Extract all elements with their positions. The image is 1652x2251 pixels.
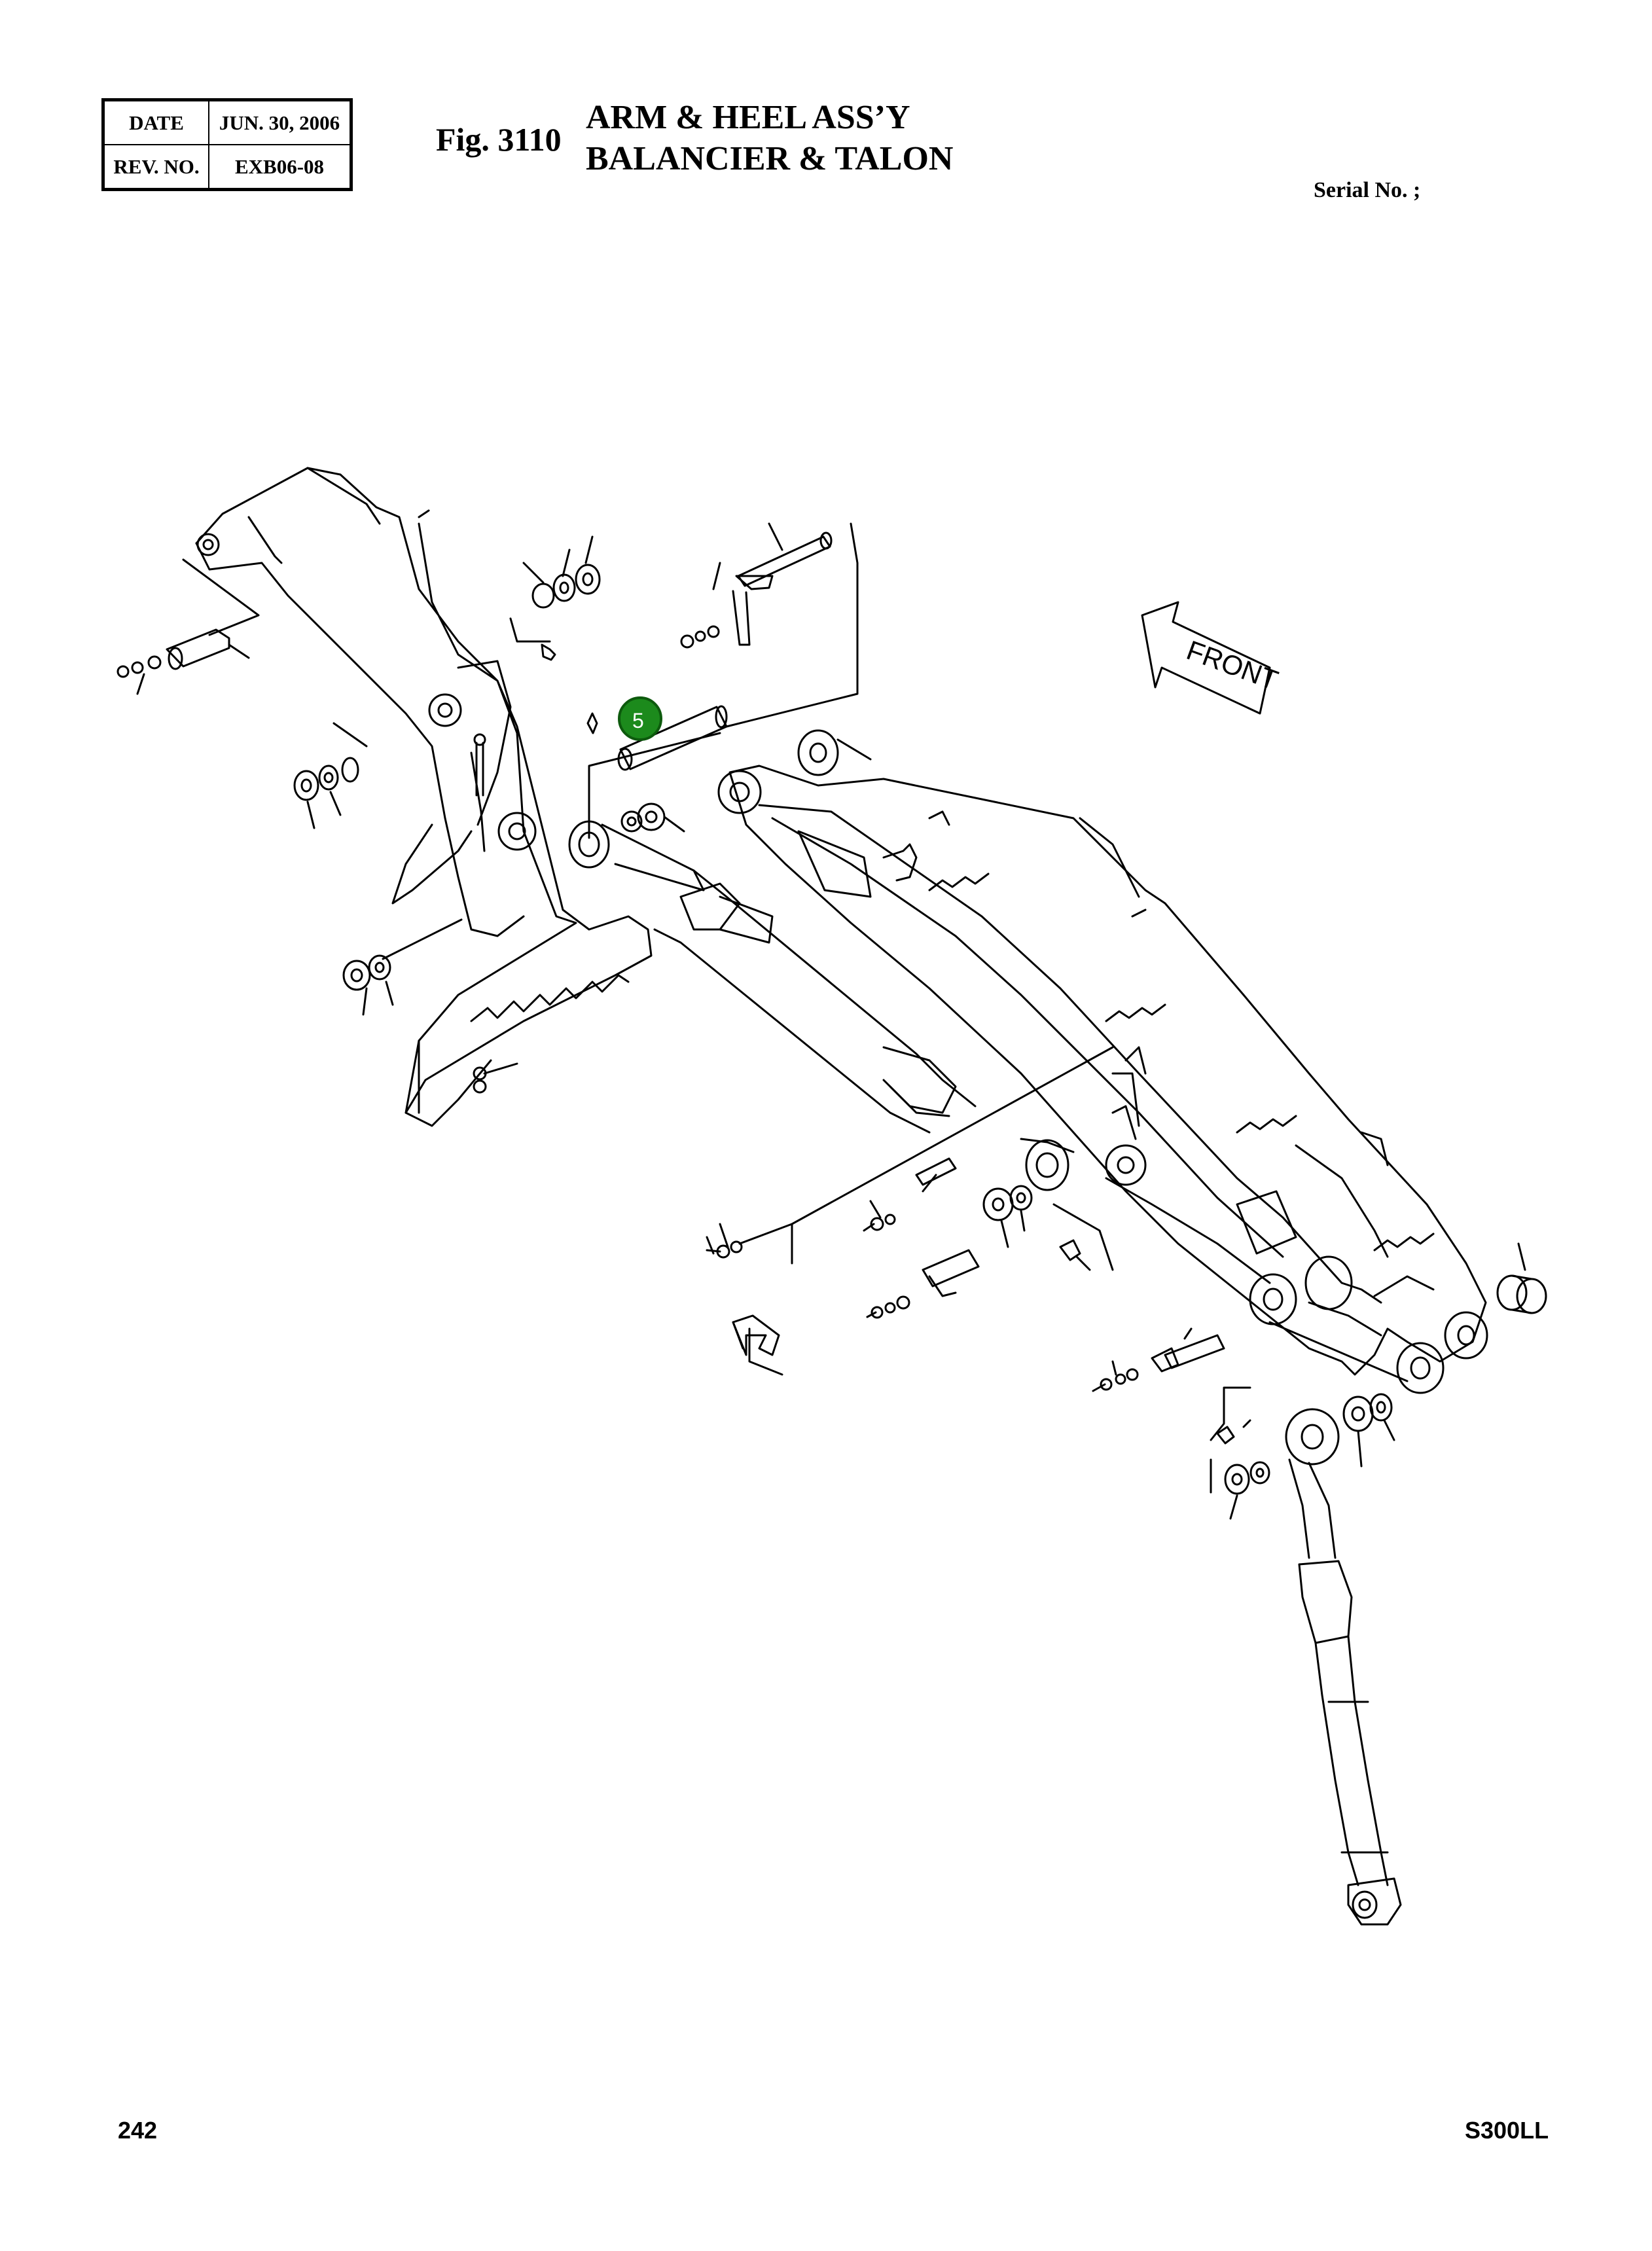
page-number: 242 bbox=[118, 2117, 158, 2144]
date-label: DATE bbox=[104, 101, 209, 145]
rev-value: EXB06-08 bbox=[209, 145, 350, 189]
arm-cylinder bbox=[569, 804, 1073, 1190]
upper-pins bbox=[589, 524, 857, 838]
date-value: JUN. 30, 2006 bbox=[209, 101, 350, 145]
lower-hardware bbox=[707, 1047, 1394, 1519]
page-title-english: ARM & HEEL ASS’Y bbox=[586, 99, 910, 136]
front-direction-arrow bbox=[1142, 602, 1270, 713]
revision-info-table: DATE JUN. 30, 2006 REV. NO. EXB06-08 bbox=[101, 98, 353, 191]
heel-cylinder bbox=[1286, 1409, 1401, 1924]
callout-marker[interactable] bbox=[619, 698, 661, 740]
rev-label: REV. NO. bbox=[104, 145, 209, 189]
heel-assembly bbox=[118, 468, 651, 1126]
callout-number: 5 bbox=[632, 709, 644, 732]
model-name: S300LL bbox=[1465, 2117, 1549, 2144]
figure-number: Fig. 3110 bbox=[436, 121, 562, 158]
arm-body bbox=[719, 730, 1546, 1393]
callout-5[interactable]: 5 bbox=[619, 698, 661, 740]
serial-number-label: Serial No. ; bbox=[1314, 178, 1421, 202]
page-title-french: BALANCIER & TALON bbox=[586, 140, 954, 177]
